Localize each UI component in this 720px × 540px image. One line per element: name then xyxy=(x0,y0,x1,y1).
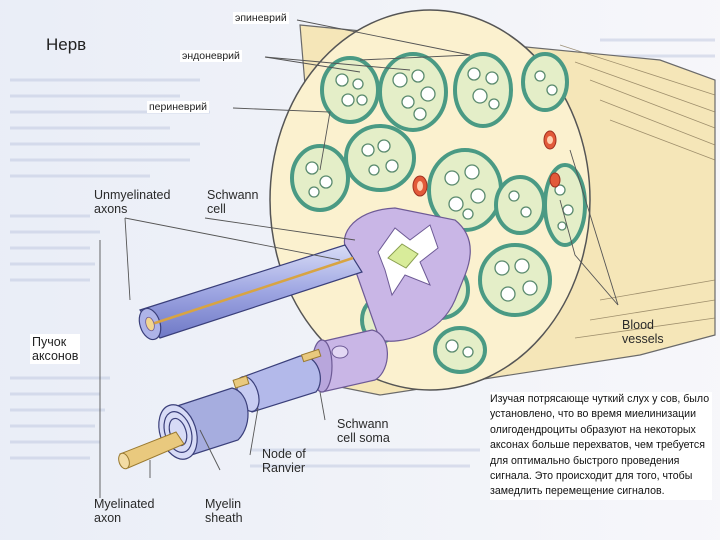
label-schwann-line1: Schwann xyxy=(207,188,259,202)
unmyelinated-axon-tube xyxy=(138,244,363,341)
caption-text: Изучая потрясающе чуткий слух у сов, был… xyxy=(490,392,712,500)
label-schwann-line2: cell xyxy=(207,202,226,216)
label-myelinated-line1: Myelinated xyxy=(94,497,155,511)
label-blood-vessels: Blood vessels xyxy=(622,318,664,346)
label-node-line1: Node of xyxy=(262,447,306,461)
label-myelinated-line2: axon xyxy=(94,511,122,525)
page-title: Нерв xyxy=(46,35,87,54)
label-unmyelinated-line2: axons xyxy=(94,202,128,216)
label-schwann-cell: Schwann cell xyxy=(207,188,258,216)
label-sheath-line1: Myelin xyxy=(205,497,242,511)
label-sheath-line2: sheath xyxy=(205,511,243,525)
blood-vessels xyxy=(412,130,561,197)
label-axon-bundle: Пучок аксонов xyxy=(30,334,81,364)
label-unmyelinated-line1: Unmyelinated xyxy=(94,188,171,202)
label-soma-line2: cell soma xyxy=(337,431,390,445)
label-endoneurium: эндоневрий xyxy=(180,50,242,62)
label-epineurium: эпиневрий xyxy=(233,12,289,24)
label-unmyelinated-axons: Unmyelinated axons xyxy=(94,188,170,216)
label-blood-line2: vessels xyxy=(622,332,664,346)
label-perineurium: периневрий xyxy=(147,101,210,113)
label-bundle-line1: Пучок xyxy=(32,335,67,349)
label-node-of-ranvier: Node of Ranvier xyxy=(262,447,306,475)
label-myelin-sheath: Myelin sheath xyxy=(205,497,243,525)
label-bundle-line2: аксонов xyxy=(32,349,79,363)
label-myelinated-axon: Myelinated axon xyxy=(94,497,154,525)
label-blood-line1: Blood xyxy=(622,318,654,332)
label-node-line2: Ranvier xyxy=(262,461,306,475)
label-schwann-cell-soma: Schwann cell soma xyxy=(337,417,390,445)
label-soma-line1: Schwann xyxy=(337,417,389,431)
